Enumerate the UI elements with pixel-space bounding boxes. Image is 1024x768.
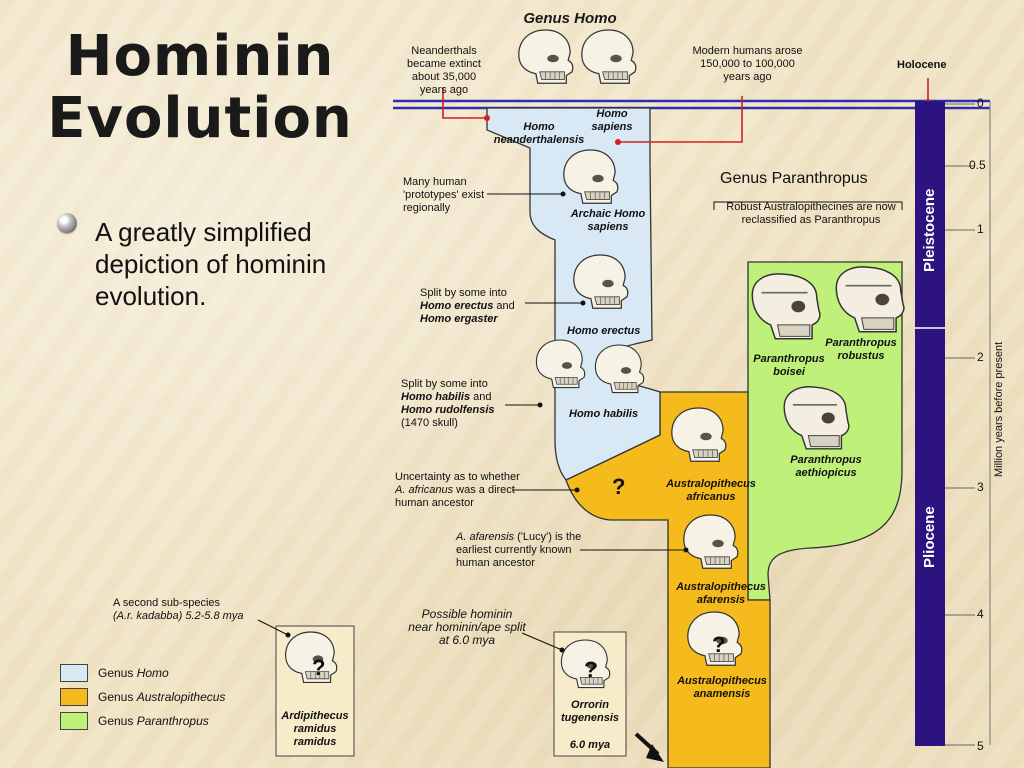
tick-3: 3	[977, 480, 984, 494]
legend-swatch-paranthropus	[60, 712, 88, 730]
tick-0: 0	[977, 96, 984, 110]
modern-humans-note: Modern humans arose 150,000 to 100,000 y…	[692, 45, 803, 83]
ardipithecus-label: Ardipithecus ramidus ramidus	[281, 710, 349, 748]
sapiens-skull	[581, 29, 637, 84]
slide-title: Hominin Evolution	[30, 26, 370, 150]
prototypes-note: Many human 'prototypes' exist regionally	[403, 176, 485, 214]
legend-item-australopithecus: Genus Australopithecus	[60, 685, 225, 709]
paranthropus-note: Robust Australopithecines are now reclas…	[726, 201, 896, 226]
genus-paranthropus-header: Genus Paranthropus	[720, 170, 868, 187]
tick-2: 2	[977, 350, 984, 364]
paranthropus-boisei-label: Paranthropus boisei	[753, 353, 825, 378]
pleistocene-label: Pleistocene	[921, 188, 938, 272]
erectus-split-note: Split by some into Homo erectus and Homo…	[420, 287, 515, 325]
genus-homo-header: Genus Homo	[523, 10, 617, 27]
orrorin-date: 6.0 mya	[569, 739, 611, 751]
neanderthal-note: Neanderthals became extinct about 35,000…	[407, 45, 481, 96]
legend-swatch-australopithecus	[60, 688, 88, 706]
tick-5: 5	[977, 739, 984, 753]
australopithecus-anamensis-label: Australopithecus anamensis	[677, 675, 767, 700]
timescale-axis-label: Million years before present	[993, 341, 1005, 477]
australopithecus-region	[565, 391, 771, 768]
habilis-split-note: Split by some into Homo habilis and Homo…	[401, 378, 495, 429]
subspecies-note: A second sub-species (A.r. kadabba) 5.2-…	[113, 597, 244, 622]
paranthropus-aethiopicus-label: Paranthropus aethiopicus	[790, 454, 862, 479]
neanderthal-skull	[518, 29, 574, 84]
timescale-bar	[915, 101, 945, 746]
tick-0-5: 0.5	[969, 158, 986, 172]
africanus-question-mark: ?	[612, 474, 626, 499]
possible-hominin-note: Possible hominin near hominin/ape split …	[408, 607, 526, 647]
tick-4: 4	[977, 607, 984, 621]
orrorin-question-mark: ?	[584, 657, 598, 682]
title-line-1: Hominin	[65, 24, 335, 89]
orrorin-label: Orrorin tugenensis	[560, 699, 620, 724]
habilis-skull-1	[535, 339, 586, 389]
archaic-homo-sapiens-label: Archaic Homo sapiens	[570, 208, 646, 233]
holocene-label: Holocene	[897, 59, 947, 71]
bullet-icon	[57, 213, 77, 233]
homo-erectus-label: Homo erectus	[567, 325, 641, 337]
bullet-text: A greatly simplified depiction of homini…	[95, 217, 327, 311]
ardipithecus-question-mark: ?	[312, 655, 326, 680]
legend-item-homo: Genus Homo	[60, 661, 225, 685]
australopithecus-afarensis-label: Australopithecus afarensis	[676, 581, 766, 606]
legend: Genus Homo Genus Australopithecus Genus …	[60, 661, 225, 733]
anamensis-question-mark: ?	[712, 632, 726, 657]
pliocene-label: Pliocene	[921, 506, 938, 568]
paranthropus-robustus-label: Paranthropus robustus	[825, 337, 897, 362]
homo-neanderthalensis-label: Homo neanderthalensis	[493, 121, 585, 146]
homo-habilis-label: Homo habilis	[569, 408, 639, 420]
lucy-note: A. afarensis ('Lucy') is the earliest cu…	[456, 531, 582, 569]
title-line-2: Evolution	[47, 86, 353, 151]
legend-item-paranthropus: Genus Paranthropus	[60, 709, 225, 733]
legend-swatch-homo	[60, 664, 88, 682]
uncertainty-note: Uncertainty as to whether A. africanus w…	[395, 471, 520, 509]
tick-1: 1	[977, 222, 984, 236]
homo-sapiens-label: Homo sapiens	[591, 108, 633, 133]
australopithecus-africanus-label: Australopithecus africanus	[666, 478, 756, 503]
